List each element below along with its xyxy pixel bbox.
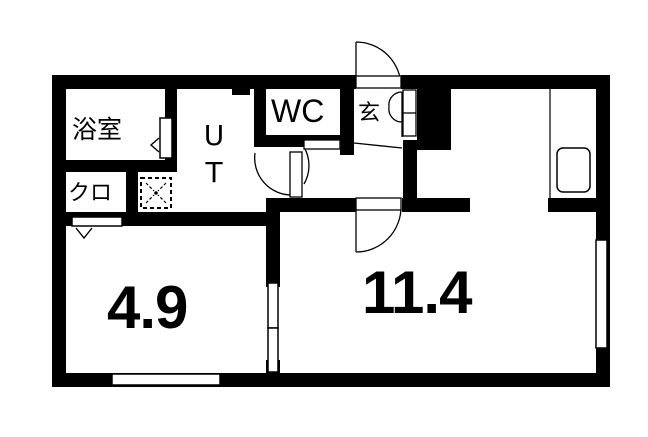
room-label-bathroom: 浴室 <box>72 115 123 144</box>
fold-markers <box>75 137 160 240</box>
room-label-closet: クロ <box>68 181 113 206</box>
room-label-entrance: 玄 <box>358 101 381 126</box>
windows <box>71 117 608 386</box>
room-area-main: 11.4 <box>362 259 472 326</box>
washing-machine-space <box>140 177 172 209</box>
room-label-utility-t: T <box>205 156 223 189</box>
room-label-utility-u: U <box>203 119 225 152</box>
doors <box>254 41 417 253</box>
room-area-western: 4.9 <box>107 274 188 341</box>
room-label-toilet: WC <box>271 93 325 129</box>
kitchen <box>549 89 591 198</box>
